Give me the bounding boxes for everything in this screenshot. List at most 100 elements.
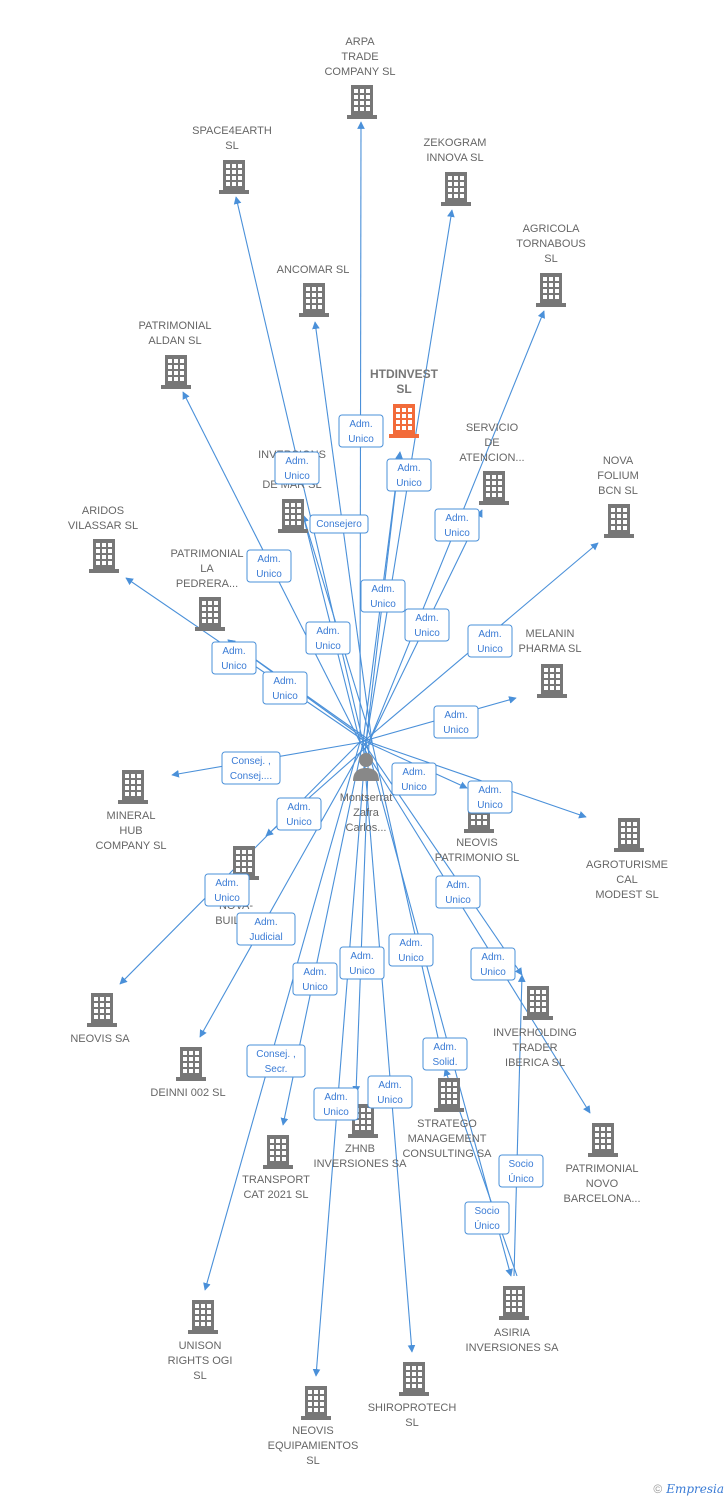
building-icon <box>176 1047 206 1081</box>
edge-label-box <box>422 1037 468 1071</box>
edge-label-text: Adm. <box>254 917 277 928</box>
edge-label-box <box>204 873 250 907</box>
building-icon <box>301 1386 331 1420</box>
edge-label-montserrat-nova_build[interactable]: Adm.Unico <box>204 873 250 907</box>
edge-label-montserrat-transport[interactable]: Adm.Unico <box>292 962 338 996</box>
edge-label-montserrat-melanin[interactable]: Consej. ,Consej.... <box>221 751 281 785</box>
edge-label-text: Consejero <box>316 519 362 530</box>
edge-label-montserrat-inverholding[interactable]: Adm.Unico <box>470 947 516 981</box>
edge-label-montserrat-agroturisme[interactable]: Adm.Unico <box>276 797 322 831</box>
edge-label-text: Adm. <box>349 419 372 430</box>
edge-label-box <box>246 549 292 583</box>
edge-label-montserrat-patrimonial_aldan[interactable]: Adm.Unico <box>246 549 292 583</box>
node-label: VILASSAR SL <box>68 520 138 532</box>
node-pedrera[interactable]: PATRIMONIALLAPEDRERA... <box>171 548 244 631</box>
edge-label-text: Unico <box>477 644 503 655</box>
node-label: SPACE4EARTH <box>192 125 272 137</box>
edge-label-text: Unico <box>349 966 375 977</box>
node-label: SL <box>225 140 238 152</box>
edge-label-montserrat-patrimonial_novo[interactable]: Adm.Unico <box>435 875 481 909</box>
edge-label-montserrat-mineral[interactable]: Adm.Unico <box>391 762 437 796</box>
node-label: CONSULTING SA <box>402 1148 492 1160</box>
edge-label-montserrat-inversions[interactable]: Adm.Unico <box>274 451 320 485</box>
node-neovis_sa[interactable]: NEOVIS SA <box>70 993 130 1045</box>
edge-label-box <box>292 962 338 996</box>
edge-label-box <box>464 1201 510 1235</box>
edge-label-montserrat-inversions[interactable]: Consejero <box>309 514 369 534</box>
edge-label-box <box>274 451 320 485</box>
edge-label-text: Solid. <box>432 1057 457 1068</box>
edge-label-montserrat-zhnb[interactable]: Adm.Unico <box>339 946 385 980</box>
node-space4earth[interactable]: SPACE4EARTH SL <box>192 125 272 194</box>
edge-label-montserrat-htdinvest[interactable]: Adm.Unico <box>338 414 384 448</box>
edge-label-montserrat-neovis_equip[interactable]: Adm.Unico <box>313 1087 359 1121</box>
node-aridos[interactable]: ARIDOS VILASSAR SL <box>68 505 138 573</box>
edge-label-montserrat-nova_folium[interactable]: Adm.Unico <box>467 624 513 658</box>
edge-label-montserrat-neovis_patrimonio[interactable]: Adm.Unico <box>467 780 513 814</box>
edge-label-text: Socio <box>474 1206 499 1217</box>
edge-label-box <box>404 608 450 642</box>
node-label: ARIDOS <box>82 505 124 517</box>
node-label: ALDAN SL <box>148 335 201 347</box>
node-label: PEDRERA... <box>176 578 238 590</box>
edge-label-montserrat-unison[interactable]: Consej. ,Secr. <box>246 1044 306 1078</box>
edge-label-text: Adm. <box>285 456 308 467</box>
node-label: FOLIUM <box>597 470 639 482</box>
edge-label-box <box>434 508 480 542</box>
node-patrimonial_aldan[interactable]: PATRIMONIAL ALDAN SL <box>139 320 212 389</box>
edge-label-text: Adm. <box>287 802 310 813</box>
edge-label-montserrat-neovis_sa[interactable]: Adm.Unico <box>404 608 450 642</box>
edge-label-montserrat-ancomar[interactable]: Adm.Unico <box>305 621 351 655</box>
edge-label-montserrat-deinni[interactable]: Adm.Judicial <box>236 912 296 946</box>
edge-label-montserrat-asiria[interactable]: Adm.Unico <box>388 933 434 967</box>
edge-label-montserrat-shiroprotech[interactable]: Adm.Unico <box>367 1075 413 1109</box>
edge-label-montserrat-servicio[interactable]: Adm.Unico <box>360 579 406 613</box>
node-patrimonial_novo[interactable]: PATRIMONIALNOVOBARCELONA... <box>563 1123 641 1205</box>
edge-label-montserrat-agricola[interactable]: Adm.Unico <box>434 508 480 542</box>
building-icon <box>536 273 566 307</box>
building-icon <box>278 499 308 533</box>
node-servicio[interactable]: SERVICIODEATENCION... <box>459 422 525 505</box>
node-label: SHIROPROTECH <box>368 1402 457 1414</box>
node-ancomar[interactable]: ANCOMAR SL <box>277 264 350 317</box>
node-label: NEOVIS SA <box>70 1033 130 1045</box>
node-deinni[interactable]: DEINNI 002 SL <box>150 1047 226 1099</box>
node-label: INVERSIONES SA <box>314 1158 408 1170</box>
edge-label-montserrat-pedrera[interactable]: Adm.Unico <box>262 671 308 705</box>
edge-label-text: Consej. , <box>256 1049 295 1060</box>
node-label: EQUIPAMIENTOS <box>268 1440 359 1452</box>
edge-label-text: Unico <box>302 982 328 993</box>
edge-label-montserrat-stratego[interactable]: Adm.Solid. <box>422 1037 468 1071</box>
edge-label-text: Unico <box>256 569 282 580</box>
node-label: PATRIMONIAL <box>139 320 212 332</box>
node-label: INVERSIONES SA <box>466 1342 560 1354</box>
edge-label-montserrat-pedrera[interactable]: Adm.Unico <box>433 705 479 739</box>
footer-brand[interactable]: ©Empresia <box>653 1482 724 1496</box>
building-icon <box>389 404 419 438</box>
node-montserrat[interactable]: MontserratZafraCarlos... <box>340 753 393 834</box>
edge-label-montserrat-htdinvest[interactable]: Adm.Unico <box>386 458 432 492</box>
edge-label-text: Unico <box>398 953 424 964</box>
edge-label-montserrat-aridos[interactable]: Adm.Unico <box>211 641 257 675</box>
edge-label-text: Consej. , <box>231 756 270 767</box>
edge-labels-layer: Adm.UnicoAdm.UnicoAdm.UnicoAdm.UnicoAdm.… <box>204 414 544 1235</box>
